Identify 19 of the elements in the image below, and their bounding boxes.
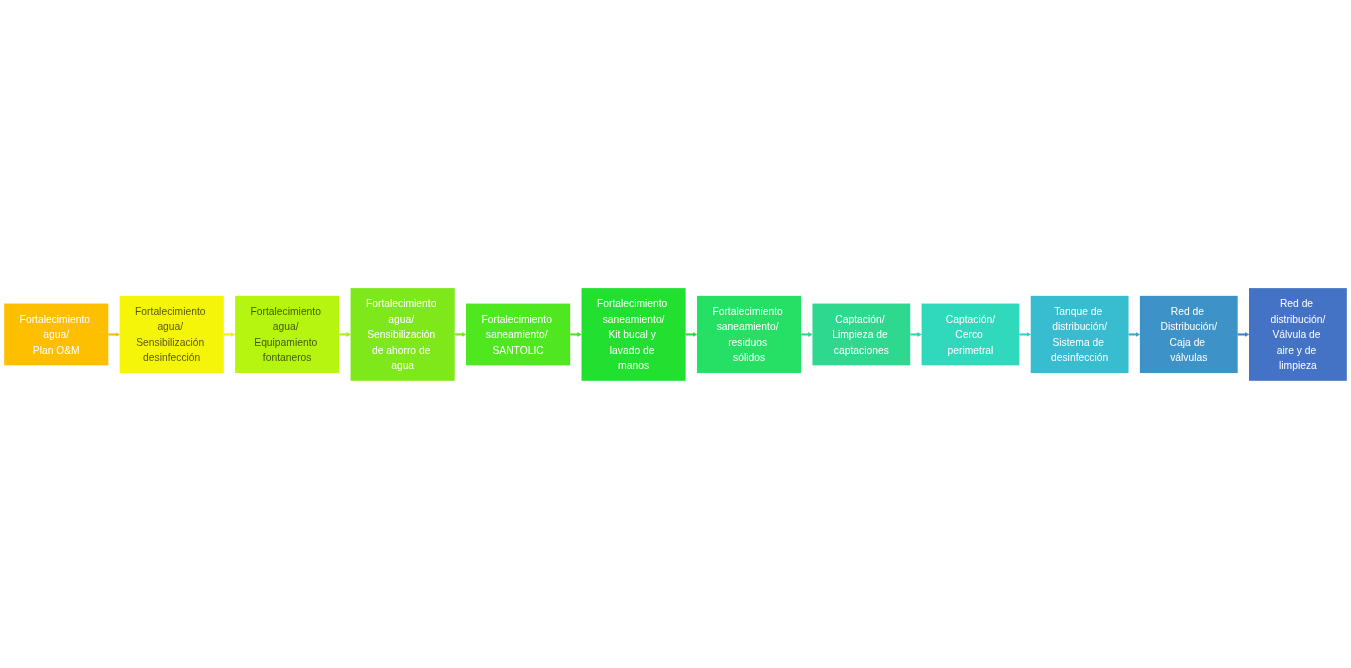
- node-box: Fortalecimiento saneamiento/ SANTOLIC: [466, 303, 571, 365]
- arrow: [1019, 331, 1031, 337]
- arrow: [223, 331, 236, 337]
- arrow: [454, 331, 467, 337]
- arrow: [1237, 331, 1250, 337]
- node-box: Fortalecimiento agua/ Sensibilización desinfección: [119, 295, 224, 373]
- node-box: Fortalecimiento agua/ Equipamiento fontaneros: [235, 295, 340, 373]
- node-box: Fortalecimiento saneamiento/ Kit bucal y lavado de manos: [581, 287, 686, 381]
- node-box: Tanque de distribución/ Sistema de desinfección: [1030, 295, 1129, 373]
- arrow: [108, 331, 120, 337]
- node-box: Captación/ Cerco perimetral: [921, 303, 1020, 365]
- node-box: Fortalecimiento agua/ Sensibilización de ahorro de agua: [350, 287, 455, 381]
- node-box: Red de Distribución/ Caja de válvulas: [1139, 295, 1238, 373]
- node-box: Fortalecimiento saneamiento/ residuos sólidos: [696, 295, 802, 373]
- node-box: Red de distribución/ Válvula de aire y de limpieza: [1249, 287, 1347, 381]
- node-box: Fortalecimiento agua/ Plan O&M: [4, 303, 109, 365]
- node-box: Captación/ Limpieza de captaciones: [812, 303, 911, 365]
- arrow: [1128, 331, 1141, 337]
- arrow: [685, 331, 698, 337]
